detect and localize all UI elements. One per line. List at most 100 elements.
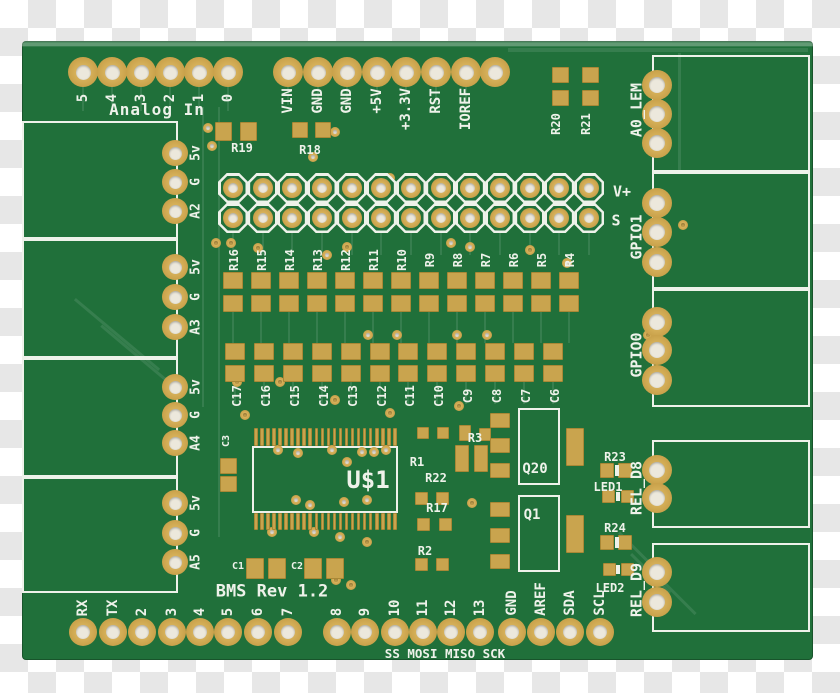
ic-u1-pin [387, 513, 391, 530]
ic-u1-pin [254, 513, 258, 530]
via-hole [293, 497, 299, 503]
via [226, 238, 236, 248]
pad-gpio1-1 [642, 188, 672, 218]
pad-r13 [307, 295, 327, 312]
ic-u1-pin [393, 428, 397, 446]
header-socket-cell [307, 173, 337, 203]
board-title: BMS Rev 1.2 [215, 581, 329, 602]
via-hole [527, 247, 533, 253]
pad-power-ioref [451, 57, 481, 87]
label-led1: LED1 [593, 480, 623, 494]
header-socket-cell [574, 203, 605, 233]
pad-r9 [419, 272, 439, 289]
trace [494, 382, 497, 404]
label-r9-text: R9 [423, 252, 437, 268]
via-hole [332, 129, 338, 135]
pad-r12 [335, 295, 355, 312]
ic-u1-pin [314, 513, 318, 530]
via [369, 447, 379, 457]
ic-u1-pin [381, 513, 385, 530]
spi-note: SS MOSI MISO SCK [384, 645, 506, 660]
pad-hole [649, 254, 665, 270]
pad-hole [524, 183, 535, 193]
header-socket-cell [277, 173, 308, 203]
label-a2-5v-text: 5v [188, 145, 204, 161]
trace [140, 87, 142, 111]
label-bottom-13-text: 13 [472, 599, 488, 617]
pad-hole [406, 213, 417, 223]
pad-r11 [363, 295, 383, 312]
pad-hole [649, 594, 665, 610]
trace [261, 233, 264, 255]
q1-outline [518, 495, 560, 572]
pad-a5-5v [162, 490, 188, 516]
label-bottom-3-text: 3 [164, 607, 180, 617]
ic-u1-pin [272, 513, 276, 530]
ic-u1-outline [252, 446, 398, 513]
ic-u1-pin [302, 513, 306, 530]
pad-hole [649, 342, 665, 358]
label-a3-5v-text: 5v [188, 259, 204, 275]
label-r19: R19 [231, 141, 253, 155]
pad-c11 [398, 365, 419, 382]
header-pin-pad [579, 178, 600, 198]
header-pin-pad [371, 208, 392, 228]
pad-power-8 [480, 57, 510, 87]
pad-r16 [223, 295, 243, 312]
pad-hole [649, 490, 665, 506]
header-socket-cell [366, 173, 397, 203]
pad-gpio0-3 [642, 365, 672, 395]
pad-rel-d9-1 [642, 557, 672, 587]
pad-a5-a5 [162, 549, 188, 575]
pad-hole [649, 77, 665, 93]
pad-hole [168, 496, 182, 510]
pad-hole [168, 320, 182, 334]
via [392, 330, 402, 340]
trace [232, 312, 234, 343]
pad-c3 [220, 476, 237, 492]
ic-u1-pin [284, 513, 288, 530]
label-power-ioref-text: IOREF [458, 87, 474, 131]
pcb-board: Analog In V+ S U$1 Q20 Q1 BMS Rev 1.2 SS… [22, 41, 813, 660]
q20-outline [518, 408, 560, 485]
trace [227, 87, 229, 111]
via [342, 457, 352, 467]
trace [291, 382, 294, 404]
pad-hole [465, 213, 476, 223]
via [452, 330, 462, 340]
via-hole [310, 154, 316, 160]
pad-a3-a3 [162, 314, 188, 340]
header-socket-cell [218, 203, 248, 233]
pad-analog-5 [68, 57, 98, 87]
ic-u1-pin [314, 428, 318, 446]
pad-r15 [251, 272, 271, 289]
header-socket-cell [455, 173, 486, 203]
pad-r6 [503, 272, 523, 289]
trace [436, 382, 439, 404]
via-hole [467, 244, 473, 250]
pad-power-5v [362, 57, 392, 87]
label-bottom-sda-text: SDA [562, 590, 578, 617]
trace [22, 43, 813, 47]
trace [435, 87, 437, 105]
via-hole [456, 403, 462, 409]
pad-4 [186, 618, 214, 646]
pad-hole [649, 135, 665, 151]
trace [568, 312, 570, 343]
pad-hole [473, 625, 487, 639]
ic-u1-pin [381, 428, 385, 446]
pad-r19 [215, 122, 232, 141]
pad-hole [388, 625, 402, 639]
ic-u1-pin [368, 428, 373, 446]
pad-hole [346, 183, 357, 193]
label-bottom-tx-text: TX [105, 599, 121, 617]
pad-hole [317, 183, 327, 193]
trace [380, 233, 383, 255]
pad-hole [75, 64, 91, 80]
pad-r21 [582, 90, 599, 106]
header-pin-pad [252, 208, 273, 228]
connector-box-gpio0 [652, 289, 810, 407]
pad-rel-d8-2 [642, 483, 672, 513]
pad-r12 [335, 272, 355, 289]
pad-c15 [282, 343, 303, 360]
